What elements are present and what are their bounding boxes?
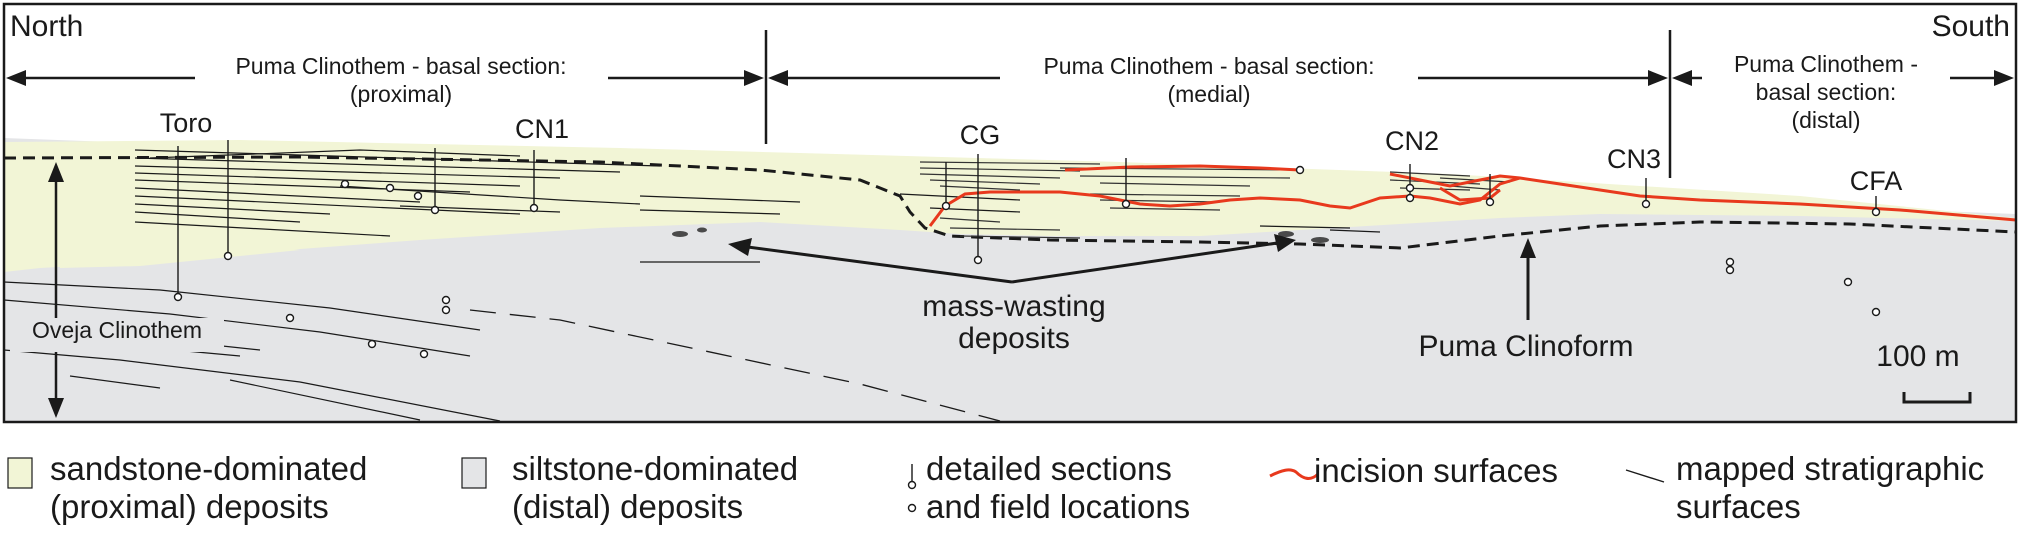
north-label: North [10,10,83,43]
legend-incision-label: incision surfaces [1314,452,1558,489]
cross-section-panel: North South Puma Clinothem - basal secti… [2,2,2018,424]
legend-sandstone-swatch [7,457,33,489]
legend-siltstone-swatch [461,457,487,489]
legend-sandstone-line2: (proximal) deposits [50,488,329,525]
sandstone-area [4,140,2016,272]
legend-siltstone: siltstone-dominated (distal) deposits [461,450,798,525]
detailed-sections [173,140,1881,302]
puma-clinoform-label: Puma Clinoform [1418,330,1633,363]
location-cn2: CN2 [1385,126,1439,156]
legend-section-circle [907,480,917,490]
section-proximal-line1: Puma Clinothem - basal section: [235,53,566,79]
south-label: South [1932,10,2010,43]
mapped-surfaces [3,149,1381,422]
location-cg: CG [960,120,1001,150]
location-cfa: CFA [1850,166,1903,196]
scale-label: 100 m [1876,340,1959,373]
scale-bar [1902,392,1972,404]
mass-wasting-blobs [672,227,1329,243]
legend-sandstone: sandstone-dominated (proximal) deposits [7,450,367,525]
section-distal-line2: basal section: [1756,79,1897,105]
legend-surfaces: mapped stratigraphic surfaces [1625,450,1984,525]
location-cn1: CN1 [515,114,569,144]
oveja-label-bg [10,318,224,352]
panel-border [2,2,2018,424]
legend: sandstone-dominated (proximal) deposits … [7,450,1984,525]
incision-surfaces [928,164,2017,227]
section-medial-line2: (medial) [1167,81,1250,107]
oveja-arrow [48,162,64,418]
legend-surfaces-line1: mapped stratigraphic [1676,450,1984,487]
mass-wasting-label-1: mass-wasting [922,290,1105,323]
puma-clinoform-arrow [1520,238,1536,320]
legend-incision: incision surfaces [1269,452,1558,489]
mapped-surface-dashed [469,309,1001,422]
sandstone-tongue [60,240,300,268]
field-locations [285,165,1881,359]
section-medial-line1: Puma Clinothem - basal section: [1043,53,1374,79]
section-span-arrows [6,30,2014,178]
legend-surface-swatch [1625,469,1665,483]
location-cn3: CN3 [1607,144,1661,174]
section-distal-line1: Puma Clinothem - [1734,51,1918,77]
section-distal-line3: (distal) [1791,107,1860,133]
mass-wasting-arrows [728,234,1296,284]
section-proximal-line2: (proximal) [350,81,452,107]
legend-incision-swatch [1269,468,1320,480]
legend-surfaces-line2: surfaces [1676,488,1801,525]
legend-field-circle [907,503,917,513]
legend-sections-line2: and field locations [926,488,1190,525]
legend-siltstone-line1: siltstone-dominated [512,450,798,487]
legend-siltstone-line2: (distal) deposits [512,488,743,525]
mass-wasting-label-2: deposits [958,322,1070,355]
legend-sections: detailed sections and field locations [907,450,1190,525]
location-toro: Toro [160,108,213,138]
legend-sandstone-line1: sandstone-dominated [50,450,367,487]
puma-clinoform-line [3,155,2017,250]
oveja-clinothem-label: Oveja Clinothem [32,317,202,343]
legend-sections-line1: detailed sections [926,450,1172,487]
